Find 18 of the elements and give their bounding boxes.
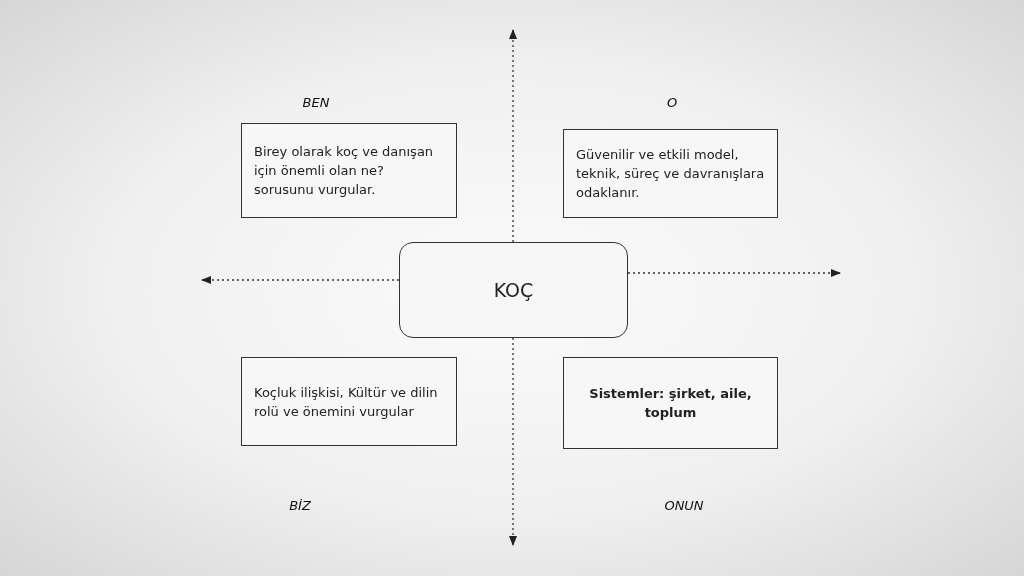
arrow [200, 275, 400, 285]
quadrant-label: O [666, 95, 678, 110]
text-box [563, 357, 778, 449]
center-title: KOÇ [493, 278, 534, 302]
text-box [241, 357, 457, 446]
arrow [508, 28, 518, 243]
description-text: Sistemler: şirket, aile, toplum [588, 385, 753, 422]
arrow [508, 337, 518, 547]
arrow [627, 268, 842, 278]
text-box [563, 129, 778, 218]
description-text: Birey olarak koç ve danışan için önemli olan ne? sorusunu vurgular. [254, 143, 435, 199]
quadrant-label: BEN [302, 95, 330, 110]
quadrant-label: ONUN [664, 498, 704, 513]
description-text: Koçluk ilişkisi, Kültür ve dilin rolü ve önemini vurgular [254, 383, 439, 421]
description-text: Güvenilir ve etkili model, teknik, süreç ve davranışlara odaklanır. [576, 146, 765, 202]
text-box [241, 123, 457, 218]
quadrant-label: BİZ [289, 498, 311, 513]
center-box [399, 242, 628, 338]
